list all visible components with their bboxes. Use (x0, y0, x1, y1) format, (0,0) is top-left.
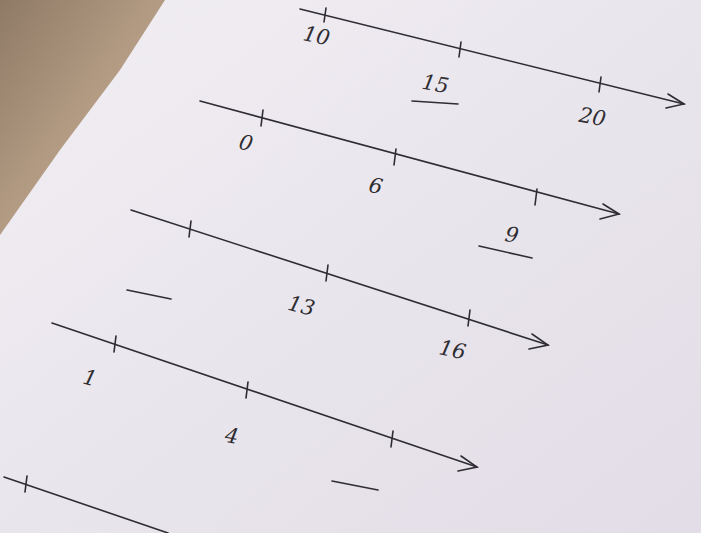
pencil-lines (4, 8, 684, 533)
tick-value: 13 (285, 293, 316, 320)
tick-value: 20 (577, 104, 607, 129)
table-surface (0, 0, 165, 235)
tick-value: 15 (420, 71, 450, 96)
tick-value: 10 (301, 23, 332, 49)
tick-value: 16 (437, 337, 468, 363)
